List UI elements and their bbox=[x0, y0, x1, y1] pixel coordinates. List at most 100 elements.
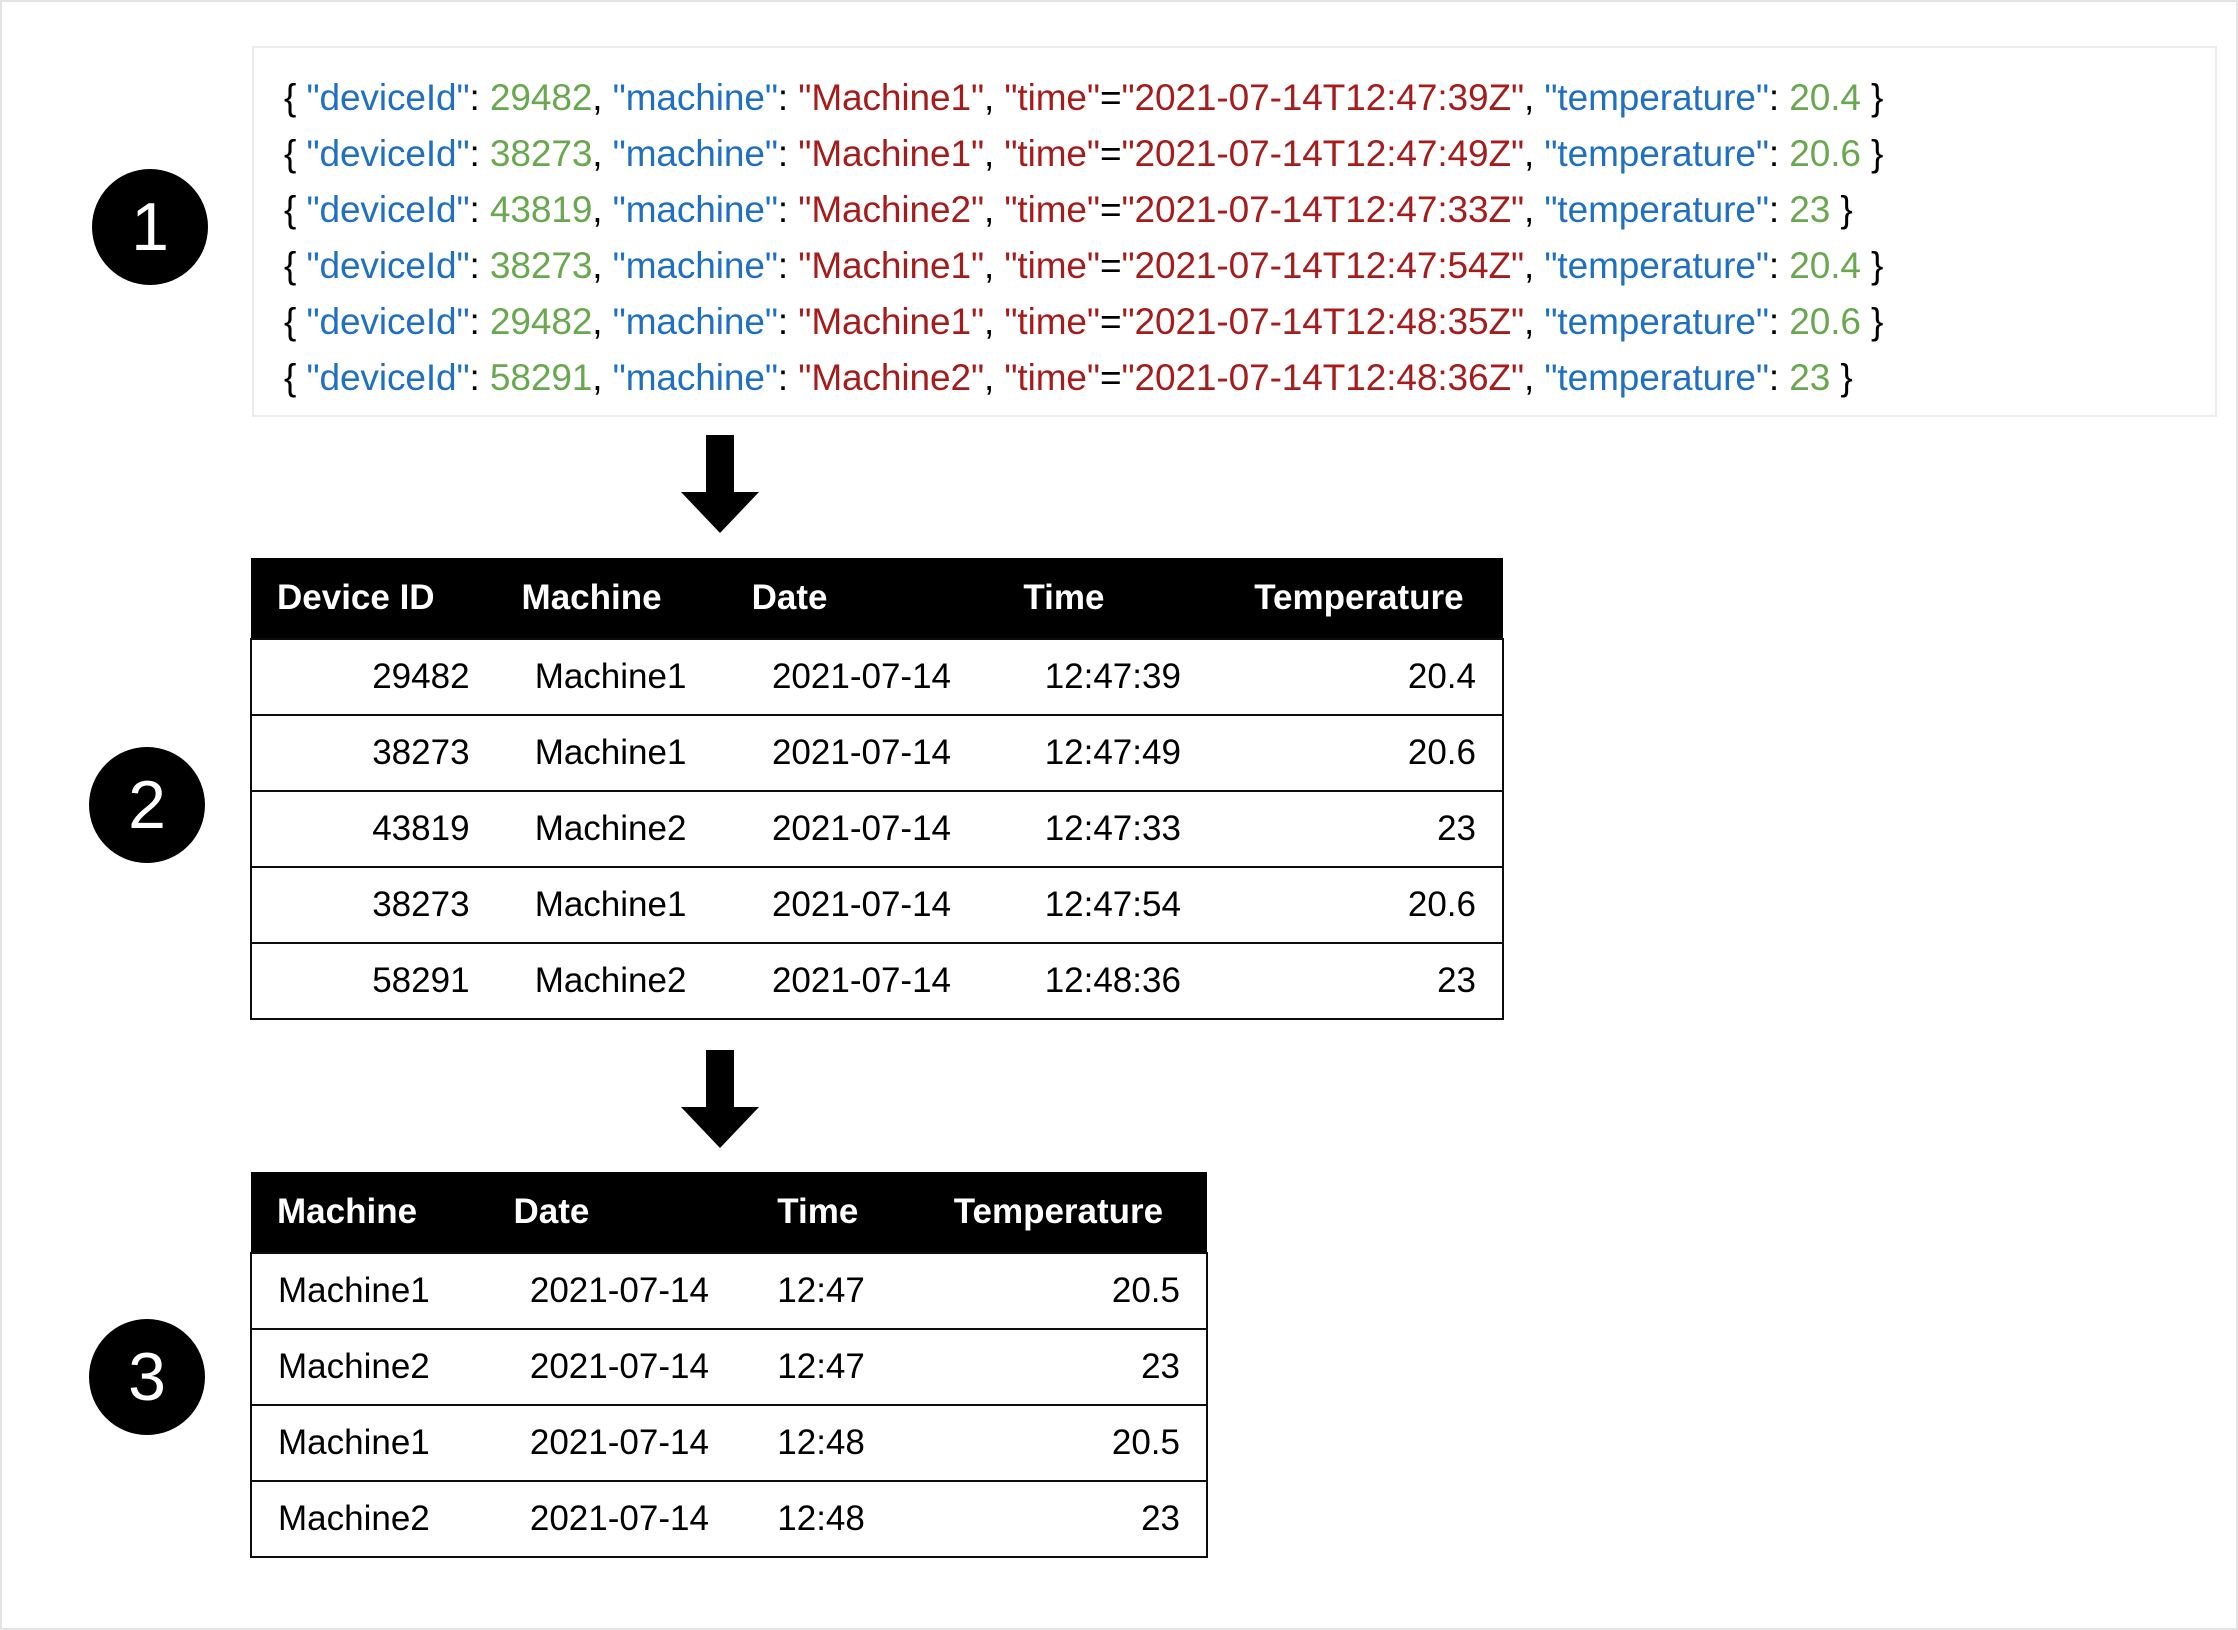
table-cell: 12:47:54 bbox=[997, 866, 1229, 944]
header-date: Date bbox=[487, 1172, 752, 1253]
table-cell: 2021-07-14 bbox=[725, 866, 998, 944]
table-cell: Machine1 bbox=[250, 1252, 488, 1330]
json-open-brace: { bbox=[284, 133, 307, 174]
json-key-temperature: "temperature" bbox=[1544, 357, 1769, 398]
json-comma: , bbox=[592, 133, 613, 174]
json-value-machine: "Machine1" bbox=[798, 301, 984, 342]
json-open-brace: { bbox=[284, 245, 307, 286]
json-value-time: "2021-07-14T12:48:35Z" bbox=[1121, 301, 1525, 342]
json-key-machine: "machine" bbox=[612, 357, 778, 398]
json-equals: = bbox=[1099, 77, 1122, 118]
json-record-line: { "deviceId": 58291, "machine": "Machine… bbox=[284, 350, 2215, 406]
json-value-time: "2021-07-14T12:47:49Z" bbox=[1121, 133, 1525, 174]
json-equals: = bbox=[1099, 245, 1122, 286]
json-value-time: "2021-07-14T12:47:39Z" bbox=[1121, 77, 1525, 118]
json-value-machine: "Machine1" bbox=[798, 133, 984, 174]
json-colon: : bbox=[469, 357, 490, 398]
json-comma: , bbox=[1524, 133, 1545, 174]
json-value-deviceid: 58291 bbox=[489, 357, 593, 398]
json-comma: , bbox=[983, 357, 1005, 398]
json-colon: : bbox=[777, 77, 799, 118]
json-colon: : bbox=[469, 301, 490, 342]
json-key-time: "time" bbox=[1004, 245, 1100, 286]
json-value-temperature: 20.4 bbox=[1789, 77, 1861, 118]
json-value-machine: "Machine1" bbox=[798, 245, 984, 286]
json-colon: : bbox=[1768, 301, 1790, 342]
header-date: Date bbox=[725, 558, 998, 639]
table-cell: 38273 bbox=[250, 714, 496, 792]
json-record-line: { "deviceId": 38273, "machine": "Machine… bbox=[284, 126, 2215, 182]
table-cell: 20.5 bbox=[927, 1252, 1209, 1330]
json-key-machine: "machine" bbox=[612, 301, 778, 342]
json-colon: : bbox=[469, 245, 490, 286]
table-cell: 20.4 bbox=[1228, 638, 1504, 716]
table-cell: 20.5 bbox=[927, 1404, 1209, 1482]
table-cell: 12:47:49 bbox=[997, 714, 1229, 792]
raw-readings-table-head: Device ID Machine Date Time Temperature bbox=[251, 558, 1503, 639]
table-header-row: Device ID Machine Date Time Temperature bbox=[251, 558, 1503, 639]
step-badge-3: 3 bbox=[89, 1319, 205, 1435]
table-cell: 23 bbox=[1228, 942, 1504, 1020]
json-equals: = bbox=[1099, 189, 1122, 230]
json-value-temperature: 23 bbox=[1789, 357, 1831, 398]
json-equals: = bbox=[1099, 133, 1122, 174]
json-close-brace: } bbox=[1860, 77, 1884, 118]
json-equals: = bbox=[1099, 357, 1122, 398]
table-cell: 23 bbox=[927, 1480, 1209, 1558]
flow-arrow-down-1 bbox=[681, 435, 759, 533]
table-cell: Machine1 bbox=[495, 714, 726, 792]
table-cell: 2021-07-14 bbox=[725, 638, 998, 716]
table-cell: 12:48:36 bbox=[997, 942, 1229, 1020]
json-stream-panel: { "deviceId": 29482, "machine": "Machine… bbox=[252, 46, 2217, 417]
json-open-brace: { bbox=[284, 301, 307, 342]
step-badge-2-label: 2 bbox=[128, 767, 166, 843]
table-cell: 12:47:39 bbox=[997, 638, 1229, 716]
json-comma: , bbox=[983, 77, 1005, 118]
table-cell: 20.6 bbox=[1228, 714, 1504, 792]
json-value-deviceid: 29482 bbox=[489, 77, 593, 118]
table-cell: Machine2 bbox=[495, 790, 726, 868]
json-value-temperature: 20.6 bbox=[1789, 301, 1861, 342]
json-value-machine: "Machine2" bbox=[798, 189, 984, 230]
json-colon: : bbox=[1768, 357, 1790, 398]
json-key-deviceid: "deviceId" bbox=[306, 301, 470, 342]
json-value-temperature: 23 bbox=[1789, 189, 1831, 230]
json-comma: , bbox=[592, 245, 613, 286]
table-cell: 12:48 bbox=[751, 1480, 928, 1558]
table-cell: Machine1 bbox=[495, 638, 726, 716]
json-comma: , bbox=[983, 245, 1005, 286]
json-key-time: "time" bbox=[1004, 77, 1100, 118]
table-cell: 23 bbox=[927, 1328, 1209, 1406]
json-close-brace: } bbox=[1860, 245, 1884, 286]
table-cell: Machine2 bbox=[250, 1480, 488, 1558]
json-key-machine: "machine" bbox=[612, 77, 778, 118]
json-close-brace: } bbox=[1860, 133, 1884, 174]
json-value-machine: "Machine2" bbox=[798, 357, 984, 398]
json-comma: , bbox=[1524, 357, 1545, 398]
json-key-machine: "machine" bbox=[612, 189, 778, 230]
header-machine: Machine bbox=[251, 1172, 488, 1253]
json-key-temperature: "temperature" bbox=[1544, 77, 1769, 118]
json-colon: : bbox=[777, 357, 799, 398]
table-cell: 12:47 bbox=[751, 1252, 928, 1330]
json-colon: : bbox=[1768, 133, 1790, 174]
json-key-temperature: "temperature" bbox=[1544, 189, 1769, 230]
table-cell: 2021-07-14 bbox=[487, 1480, 752, 1558]
json-value-time: "2021-07-14T12:47:54Z" bbox=[1121, 245, 1525, 286]
json-line-list: { "deviceId": 29482, "machine": "Machine… bbox=[284, 70, 2215, 406]
json-close-brace: } bbox=[1830, 357, 1853, 398]
header-machine: Machine bbox=[495, 558, 726, 639]
json-colon: : bbox=[777, 301, 799, 342]
table-cell: 58291 bbox=[250, 942, 496, 1020]
table-cell: 2021-07-14 bbox=[725, 942, 998, 1020]
table-cell: 43819 bbox=[250, 790, 496, 868]
table-cell: 38273 bbox=[250, 866, 496, 944]
